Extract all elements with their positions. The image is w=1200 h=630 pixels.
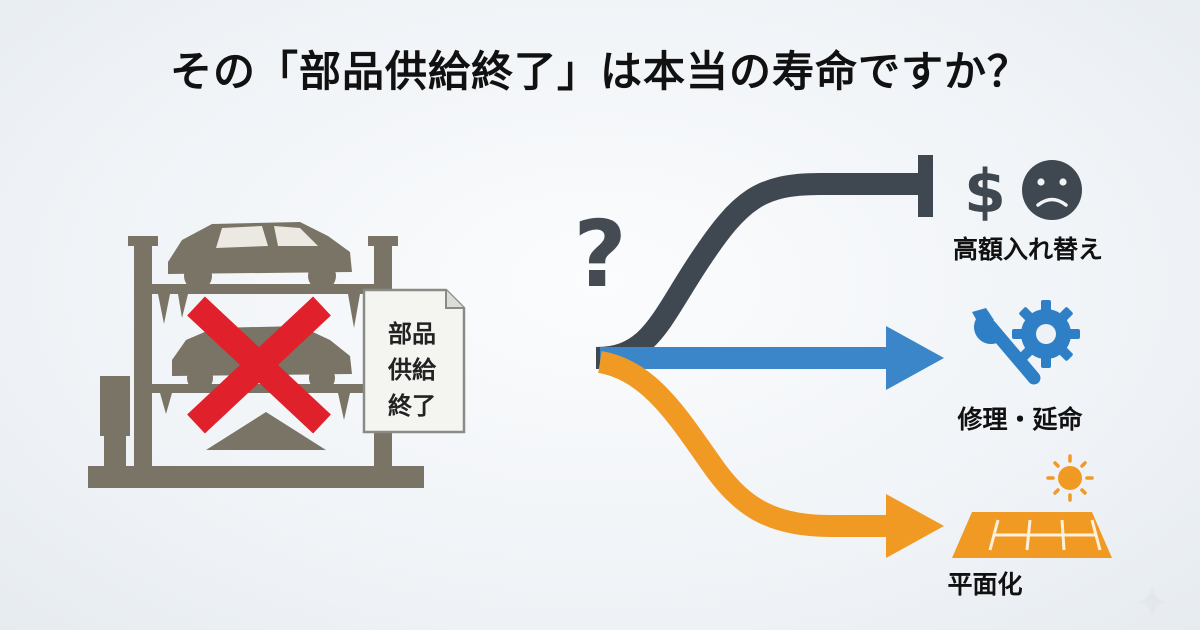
svg-text:$: $ — [964, 157, 1006, 227]
branch-middle-arrowhead — [886, 326, 944, 390]
document-line: 部品 — [388, 320, 436, 348]
document-line: 供給 — [388, 356, 436, 384]
sun-icon — [1046, 454, 1094, 502]
document-text: 部品 供給 終了 — [372, 316, 452, 424]
branch-bottom-arrow — [597, 351, 888, 537]
document-line: 終了 — [388, 392, 436, 420]
branch-top-arrow — [595, 173, 918, 369]
cross-mark-icon — [187, 296, 331, 434]
sad-face-icon — [1022, 160, 1082, 220]
sparkle-icon — [1138, 586, 1166, 618]
outcome-label-top: 高額入れ替え — [952, 235, 1103, 264]
flat-parking-icon — [952, 512, 1112, 558]
branch-bottom-arrowhead — [886, 494, 944, 558]
document-icon — [362, 288, 466, 434]
question-mark: ? — [573, 201, 626, 308]
branch-top-stop-bar — [918, 155, 933, 217]
wrench-gear-icon — [972, 300, 1080, 385]
page-title: その「部品供給終了」は本当の寿命ですか？ — [169, 47, 1030, 96]
outcome-label-bottom: 平面化 — [947, 570, 1023, 599]
outcome-label-middle: 修理・延命 — [957, 405, 1083, 434]
dollar-icon: $ — [964, 157, 1006, 227]
